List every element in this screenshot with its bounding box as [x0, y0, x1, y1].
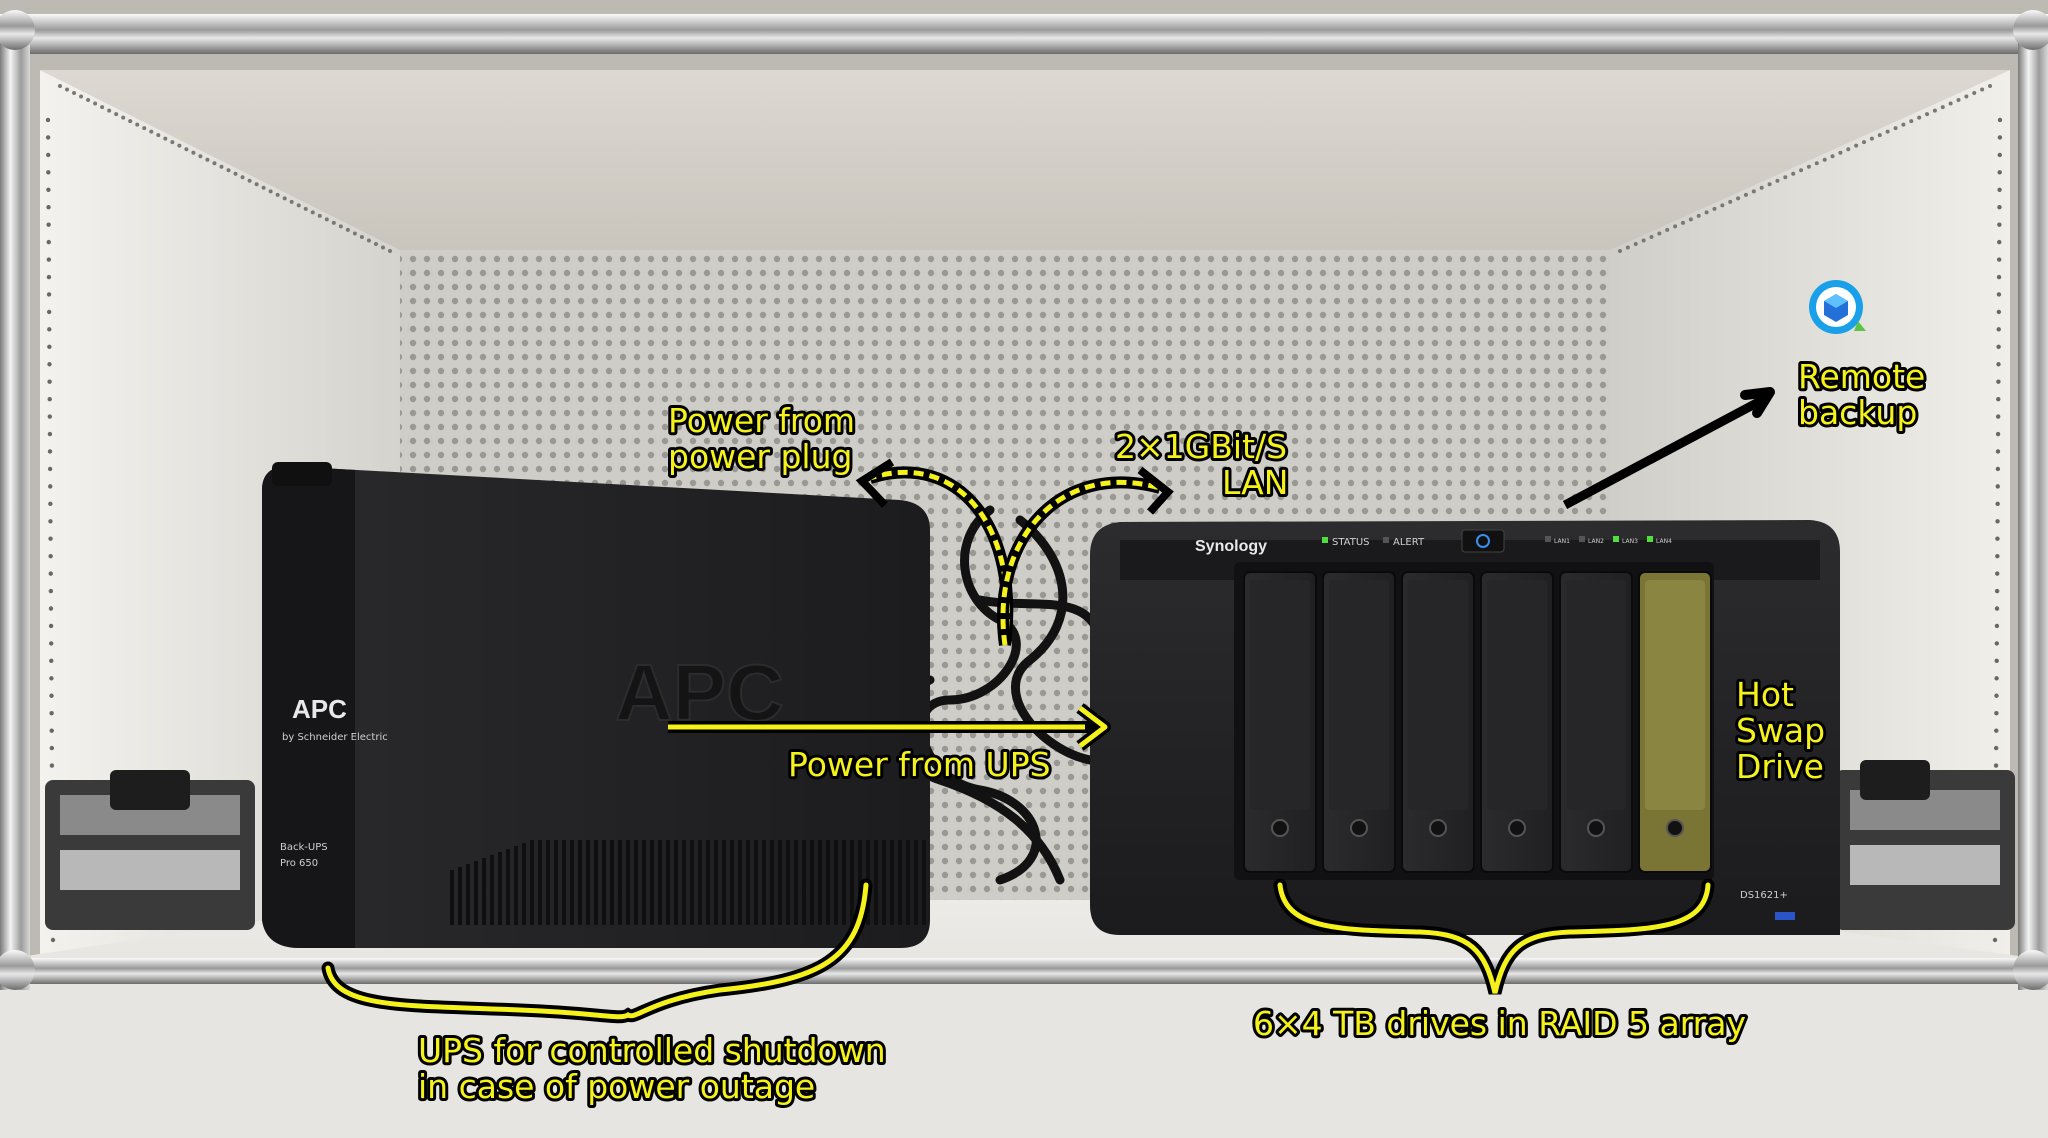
- label-lan-2: LAN: [1222, 463, 1288, 502]
- lan-label-4: LAN4: [1656, 538, 1672, 545]
- lan-led-2: [1579, 536, 1585, 542]
- right-hinge: [1835, 760, 2015, 930]
- lan-label-2: LAN2: [1588, 538, 1604, 545]
- lan-led-3: [1613, 536, 1619, 542]
- status-led: [1322, 537, 1328, 543]
- lan-label-3: LAN3: [1622, 538, 1638, 545]
- lan-led-4: [1647, 536, 1653, 542]
- label-power-from-ups: Power from UPS: [788, 745, 1051, 784]
- label-hot-swap-3: Drive: [1736, 747, 1824, 786]
- ups-model-line-2: Pro 650: [280, 858, 318, 869]
- label-ups-caption-2: in case of power outage: [418, 1067, 815, 1106]
- ups-subtext: by Schneider Electric: [282, 732, 388, 743]
- power-button-icon: [1476, 534, 1490, 548]
- drive-bay-1: [1243, 571, 1317, 873]
- ups-front-brand: APC: [292, 694, 347, 724]
- annotation-arrows: [321, 387, 1775, 1024]
- label-power-from-plug-1: Power from: [668, 401, 855, 440]
- nas-brand: Synology: [1195, 538, 1267, 555]
- label-hot-swap-1: Hot: [1736, 675, 1794, 714]
- ups-model-line-1: Back-UPS: [280, 842, 328, 853]
- chrome-top-rail: [0, 14, 2048, 54]
- arrow-lan: [997, 466, 1174, 646]
- ups-brace: [321, 878, 873, 1024]
- label-remote-backup-1: Remote: [1798, 357, 1925, 396]
- label-hot-swap-2: Swap: [1736, 711, 1825, 750]
- chrome-bottom-rail: [0, 958, 2048, 984]
- chrome-left-post: [0, 30, 30, 990]
- label-lan-1: 2×1GBit/S: [1115, 427, 1287, 466]
- drives-brace: [1273, 878, 1715, 995]
- cloud-sync-icon: [1809, 280, 1866, 334]
- nas-model: DS1621+: [1740, 890, 1788, 901]
- ups-device: APC by Schneider Electric Back-UPS Pro 6…: [262, 462, 930, 948]
- cabinet-ceiling: [40, 70, 2010, 250]
- drive-lock-icon: [1429, 819, 1447, 837]
- drive-bay-4: [1480, 571, 1554, 873]
- chrome-right-post: [2018, 30, 2048, 990]
- label-drives-caption: 6×4 TB drives in RAID 5 array: [1253, 1004, 1746, 1043]
- ups-vents: [450, 840, 926, 925]
- drive-lock-icon: [1271, 819, 1289, 837]
- drive-bay-2: [1322, 571, 1396, 873]
- label-ups-caption-1: UPS for controlled shutdown: [418, 1031, 886, 1070]
- hot-swap-drive-bay: [1638, 571, 1712, 873]
- usb-port: [1775, 912, 1795, 920]
- lan-led-1: [1545, 536, 1551, 542]
- drive-bay-5: [1559, 571, 1633, 873]
- drive-lock-icon: [1508, 819, 1526, 837]
- drive-bays: [1243, 571, 1712, 873]
- arrow-power-from-ups: [668, 703, 1111, 751]
- alert-led: [1383, 537, 1389, 543]
- label-remote-backup-2: backup: [1798, 393, 1917, 432]
- label-power-from-plug-2: power plug: [668, 437, 852, 476]
- lan-label-1: LAN1: [1554, 538, 1570, 545]
- drive-lock-icon: [1587, 819, 1605, 837]
- lan-indicators: LAN1 LAN2 LAN3 LAN4: [1545, 536, 1672, 545]
- annotation-labels: Power from power plug 2×1GBit/S LAN Remo…: [415, 354, 1928, 1109]
- drive-lock-icon: [1666, 819, 1684, 837]
- status-indicator-label: STATUS: [1332, 537, 1370, 548]
- drive-bay-3: [1401, 571, 1475, 873]
- arrow-remote-backup: [1562, 387, 1775, 509]
- alert-indicator-label: ALERT: [1393, 537, 1425, 548]
- left-hinge: [45, 770, 255, 930]
- drive-lock-icon: [1350, 819, 1368, 837]
- nas-device: Synology STATUS ALERT LAN1 LAN2 LAN3 LAN4 D…: [1090, 520, 1840, 935]
